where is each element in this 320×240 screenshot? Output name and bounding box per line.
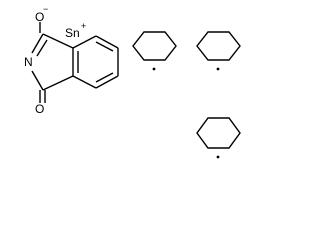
atom-label-nitrogen: N	[24, 55, 33, 69]
bond-benz-4	[95, 75, 119, 89]
bond-benz-inner-1	[95, 41, 114, 52]
cyclohexyl-ring-1	[132, 31, 177, 71]
atom-charge-tin: +	[81, 21, 86, 31]
radical-dot-2	[216, 67, 220, 71]
atom-label-tin: Sn	[65, 26, 80, 40]
bond-benz-5	[72, 75, 97, 89]
bond-benz-2	[95, 35, 119, 49]
atom-charge-oxygen-top: −	[43, 4, 48, 14]
bond-c3-c7a	[42, 75, 74, 91]
bond-c1-n-inner	[36, 39, 48, 57]
chemical-structure: O − N O Sn +	[24, 4, 241, 159]
cyclohexane-ring-1	[132, 31, 177, 61]
bond-c1-c3a	[42, 33, 74, 49]
cyclohexane-ring-3	[196, 117, 241, 149]
radical-dot-3	[216, 155, 220, 159]
radical-dot-1	[152, 67, 156, 71]
bond-benz-1	[72, 35, 97, 49]
cyclohexyl-ring-3	[196, 117, 241, 159]
tin-fragment: Sn +	[65, 21, 86, 40]
atom-label-oxygen-bottom: O	[35, 102, 44, 116]
bond-c1-n	[31, 33, 44, 54]
cyclohexyl-ring-2	[196, 31, 241, 71]
atom-label-oxygen-top: O	[35, 10, 44, 24]
bond-n-c3	[31, 70, 44, 91]
cyclohexane-ring-2	[196, 31, 241, 61]
phthalimide-fragment: O − N O	[24, 4, 119, 116]
bond-benz-inner-2	[95, 72, 114, 83]
